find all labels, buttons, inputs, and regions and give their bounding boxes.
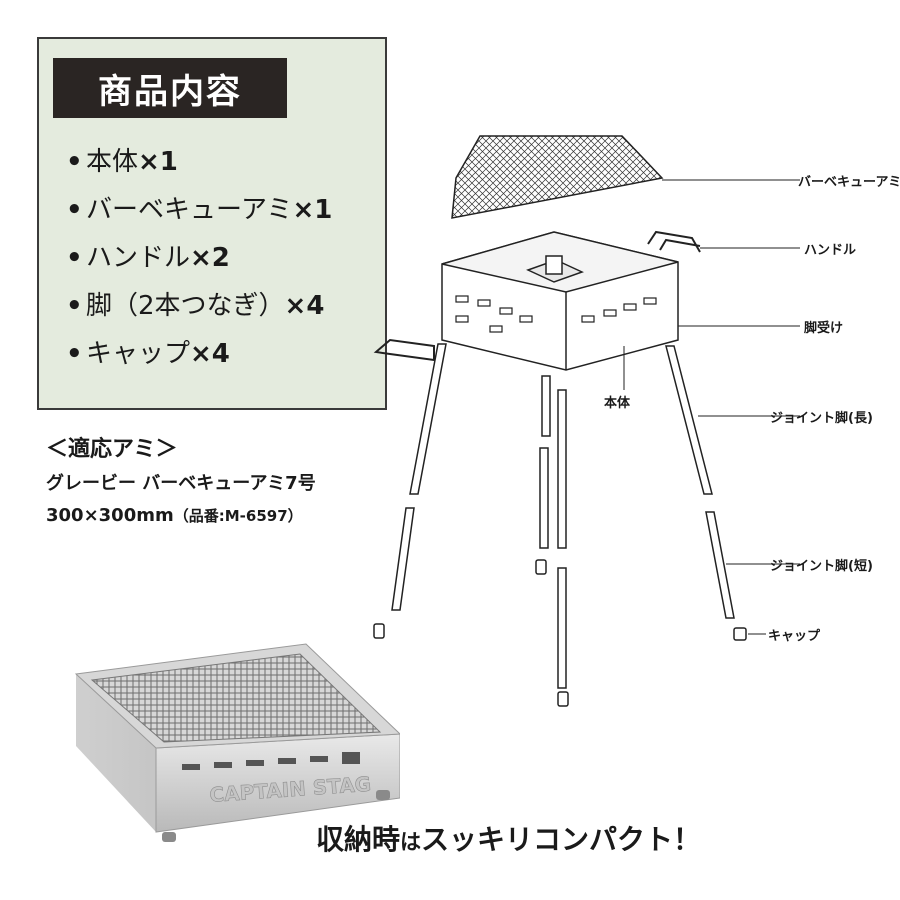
caption-part2: は	[400, 830, 422, 854]
compatible-mesh-heading: ＜適応アミ＞	[46, 437, 178, 462]
compatible-mesh-spec: 300×300mm（品番:M-6597）	[46, 500, 406, 532]
label-mesh: バーベキューアミ	[798, 175, 900, 190]
contents-item-qty: ×4	[190, 339, 230, 369]
label-leg-holder: 脚受け	[804, 321, 844, 336]
contents-item-name: 本体	[86, 147, 139, 177]
side-handle-drawing	[373, 338, 435, 362]
contents-item-name: バーベキューアミ	[86, 195, 293, 225]
contents-item-qty: ×4	[284, 291, 325, 321]
joint-legs-long	[409, 343, 713, 549]
storage-caption: 収納時はスッキリコンパクト！	[316, 818, 736, 862]
contents-item: •本体×1	[66, 147, 178, 177]
label-handle: ハンドル	[804, 243, 857, 258]
label-joint-leg-long: ジョイント脚(長)	[770, 411, 873, 426]
mesh-part-number: （品番:M-6597）	[173, 507, 303, 525]
joint-legs-short	[391, 447, 735, 689]
contents-item: •バーベキューアミ×1	[66, 195, 333, 225]
contents-item-name: 脚（2本つなぎ）	[86, 291, 285, 321]
handle-drawing	[647, 230, 701, 253]
contents-item-qty: ×2	[190, 243, 230, 273]
compatible-mesh-name: グレービー バーベキューアミ7号	[46, 473, 316, 494]
body-vents	[455, 295, 657, 333]
contents-list: •本体×1 •バーベキューアミ×1 •ハンドル×2 •脚（2本つなぎ）×4 •キ…	[66, 138, 332, 378]
stored-product-photo: CAPTAIN STAG	[70, 636, 402, 846]
contents-item: •脚（2本つなぎ）×4	[66, 291, 325, 321]
stored-grill-illustration: CAPTAIN STAG	[74, 643, 402, 842]
contents-item-qty: ×1	[138, 147, 178, 177]
label-joint-leg-short: ジョイント脚(短)	[770, 559, 873, 574]
caption-part3: スッキリコンパクト！	[421, 823, 702, 856]
label-body: 本体	[604, 396, 631, 411]
exploded-diagram: バーベキューアミ ハンドル 脚受け 本体 ジョイント脚(長) ジョイント脚(短)…	[360, 120, 900, 720]
contents-item-name: ハンドル	[86, 243, 191, 273]
grill-body-drawing	[441, 231, 679, 371]
caps-drawing	[373, 559, 747, 707]
contents-item-qty: ×1	[292, 195, 333, 225]
compatible-mesh-info: ＜適応アミ＞ グレービー バーベキューアミ7号 300×300mm（品番:M-6…	[46, 432, 406, 532]
label-cap: キャップ	[768, 629, 821, 644]
contents-item-name: キャップ	[86, 339, 191, 369]
contents-item: •ハンドル×2	[66, 243, 230, 273]
contents-item: •キャップ×4	[66, 339, 230, 369]
contents-title: 商品内容	[53, 58, 287, 118]
mesh-size: 300×300mm	[46, 505, 174, 526]
grill-mesh-drawing	[451, 135, 664, 219]
caption-part1: 収納時	[316, 823, 401, 856]
exploded-diagram-drawing	[373, 135, 800, 707]
